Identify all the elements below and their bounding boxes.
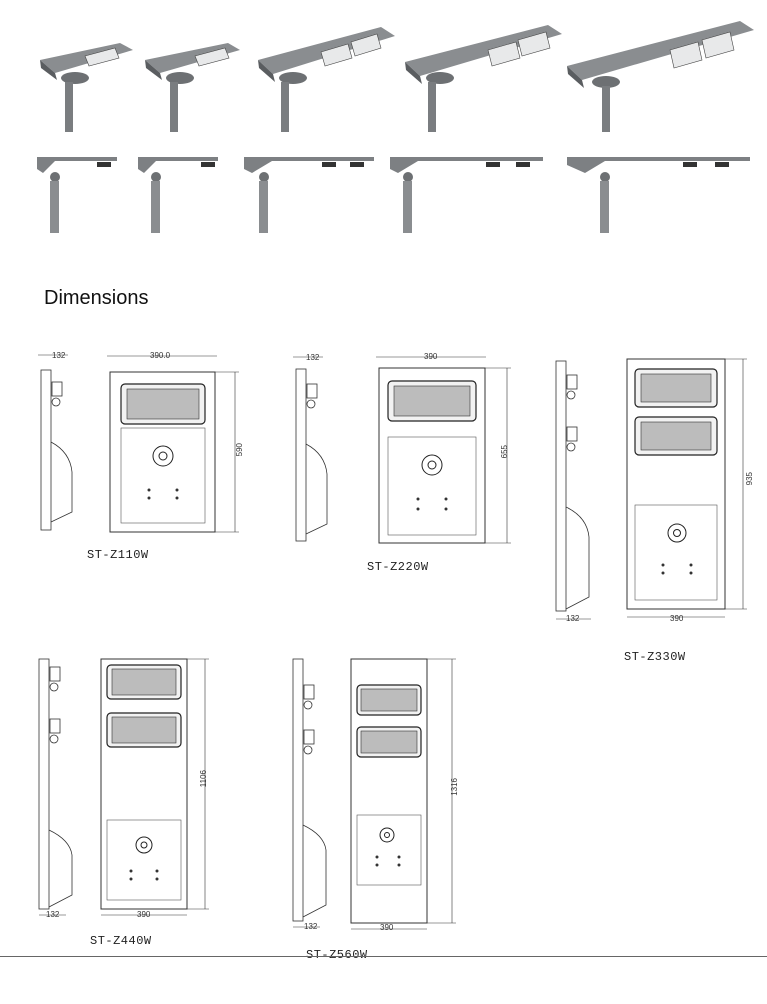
render-side-330w — [244, 157, 374, 233]
front-view-440w — [100, 658, 209, 916]
side-view-330w — [555, 360, 591, 620]
front-view-330w — [626, 358, 747, 618]
footer-rule — [0, 956, 767, 957]
front-view-220w — [376, 356, 511, 544]
dim-depth-560w: 132 — [304, 922, 318, 931]
dim-height-560w: 1316 — [450, 778, 459, 796]
render-perspective-440w — [405, 25, 562, 132]
render-side-440w — [390, 157, 543, 233]
dim-depth-330w: 132 — [566, 614, 580, 623]
model-label-220w: ST-Z220W — [367, 560, 429, 574]
render-perspective-560w — [567, 21, 754, 132]
dim-width-110w: 390.0 — [150, 351, 171, 360]
side-view-560w — [292, 658, 327, 928]
dim-height-110w: 590 — [235, 443, 244, 457]
render-side-560w — [567, 157, 750, 233]
front-view-110w — [107, 355, 239, 533]
render-side-110w — [37, 157, 117, 233]
dim-height-330w: 935 — [745, 472, 754, 486]
model-label-560w: ST-Z560W — [306, 948, 368, 962]
dim-width-330w: 390 — [670, 614, 684, 623]
render-perspective-110w — [40, 43, 133, 132]
front-view-560w — [350, 658, 456, 930]
side-view-110w — [38, 354, 73, 531]
render-perspective-220w — [145, 43, 240, 132]
section-title: Dimensions — [44, 287, 149, 309]
side-view-220w — [293, 356, 328, 542]
dim-width-220w: 390 — [424, 352, 438, 361]
model-label-440w: ST-Z440W — [90, 934, 152, 948]
side-view-440w — [38, 658, 73, 916]
dim-depth-220w: 132 — [306, 353, 320, 362]
model-label-330w: ST-Z330W — [624, 650, 686, 664]
render-side-220w — [138, 157, 218, 233]
dim-width-560w: 390 — [380, 923, 394, 932]
model-label-110w: ST-Z110W — [87, 548, 149, 562]
dim-width-440w: 390 — [137, 910, 151, 919]
dim-depth-440w: 132 — [46, 910, 60, 919]
dim-height-440w: 1106 — [199, 770, 208, 788]
dim-depth-110w: 132 — [52, 351, 66, 360]
render-perspective-330w — [258, 27, 395, 132]
dim-height-220w: 655 — [500, 445, 509, 459]
